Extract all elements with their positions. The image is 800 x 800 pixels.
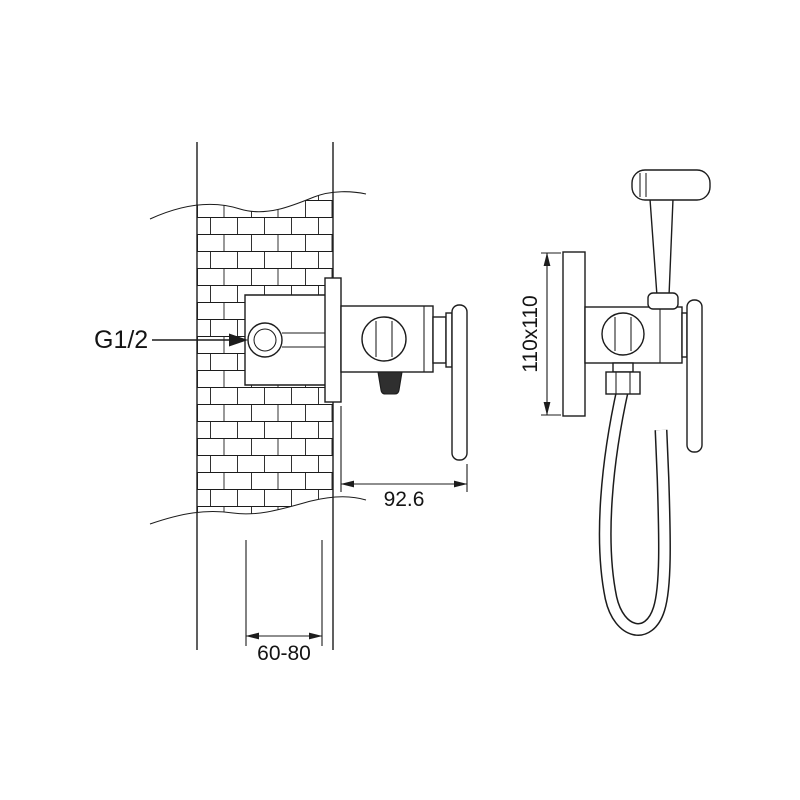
cartridge-cap-front (601, 312, 645, 356)
dimension-plate-size: 110x110 (519, 252, 561, 416)
thread-size-label: G1/2 (94, 326, 148, 354)
sprayer-holder (647, 292, 679, 310)
hose-hex-nut (605, 371, 641, 395)
hose-nipple (612, 362, 634, 373)
sprayer-grip (649, 198, 674, 297)
sprayer-head (631, 169, 711, 201)
wall-plate-side (324, 277, 342, 403)
inlet-port-inner (253, 328, 277, 352)
thread-callout: G1/2 (94, 326, 248, 354)
extension-lines-92-6 (340, 406, 468, 492)
concealed-valve-side-view (244, 277, 468, 461)
lever-handle-side (451, 304, 468, 461)
knurled-knob (377, 371, 403, 395)
wall-break-mask-top (150, 146, 366, 219)
wall-break-mask-bottom (150, 496, 366, 566)
mixer-profile-view (562, 169, 711, 636)
sprayer-face-lines (639, 173, 647, 197)
cartridge-cap-side (361, 316, 407, 362)
extension-lines-60-80 (245, 540, 323, 646)
cartridge-cap-facets (375, 321, 393, 357)
inlet-pipe-lines (282, 332, 326, 348)
dimension-label-60-80: 60-80 (257, 642, 311, 665)
wall-break-line-bottom (149, 496, 367, 525)
cartridge-cap-front-facets (614, 317, 632, 351)
leader-arrow (229, 333, 248, 347)
extension-lines-110 (541, 252, 561, 416)
shower-hose-inner (600, 386, 670, 635)
hex-nut-facets (615, 372, 631, 394)
inlet-port-outer (247, 322, 283, 358)
lever-pivot-front (681, 312, 688, 358)
dimension-label-92-6: 92.6 (384, 488, 425, 511)
dimension-label-110x110: 110x110 (519, 295, 542, 372)
lever-pivot-side (445, 312, 453, 368)
dimension-embed-depth: 60-80 (245, 540, 323, 665)
dimension-projection-depth: 92.6 (340, 406, 468, 511)
valve-neck-side (432, 316, 447, 364)
mounting-plate (562, 251, 586, 417)
lever-handle-front (686, 299, 703, 453)
wall-break-line-top (149, 191, 367, 220)
